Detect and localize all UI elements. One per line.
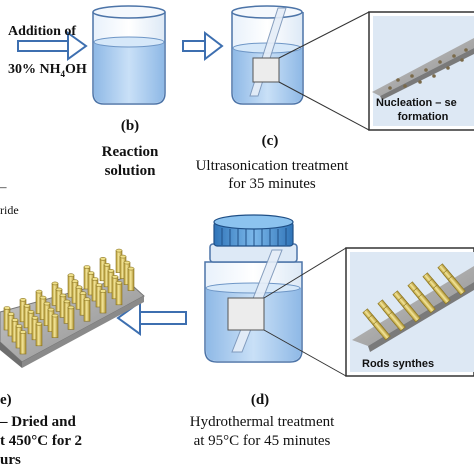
- nanorod: [19, 297, 27, 323]
- nanorod: [67, 305, 75, 330]
- left-fragment-dash: –: [0, 179, 7, 194]
- step-d-line1: Hydrothermal treatment: [189, 414, 335, 430]
- nanorod: [83, 265, 91, 290]
- bottle-cap: [213, 214, 294, 247]
- step-c-letter: (c): [261, 133, 279, 149]
- arrow-addition: [17, 31, 88, 61]
- inset-nucleation: [368, 11, 474, 131]
- step-c-line1: Ultrasonication treatment: [195, 158, 349, 174]
- nanorod: [63, 299, 71, 324]
- nanorod: [3, 306, 11, 331]
- left-fragment-word: ride: [0, 203, 19, 217]
- beaker-reaction: [92, 5, 166, 105]
- zoom-lines-top: [278, 11, 370, 131]
- step-d-letter: (d): [250, 392, 270, 408]
- nanorod: [19, 330, 27, 355]
- step-e-line3: urs: [0, 452, 21, 468]
- nanorod: [127, 266, 135, 291]
- inset-nanorod: [417, 293, 436, 314]
- nanorod: [91, 277, 99, 302]
- nanorod: [87, 271, 95, 296]
- step-d-line2: at 95°C for 45 minutes: [193, 433, 331, 449]
- inset-nanorod: [372, 320, 391, 341]
- nh4oh-label: 30% NH4OH: [8, 62, 87, 79]
- arrow-to-annealing: [116, 300, 187, 336]
- inset-nanorod: [432, 284, 451, 305]
- nanorod: [115, 280, 123, 306]
- inset-nanorod: [387, 311, 406, 332]
- inset-nanorod: [447, 275, 466, 296]
- step-e-line2: t 450°C for 2: [0, 433, 82, 449]
- nanorod: [99, 289, 107, 314]
- nanorod: [15, 324, 23, 349]
- nanorod: [55, 287, 63, 312]
- arrow-to-ultrasonication: [182, 30, 224, 62]
- inset-bottom-caption: Rods synthes: [362, 358, 435, 370]
- inset-rods: [345, 247, 474, 377]
- inset-top-caption-1: Nucleation – se: [376, 97, 457, 109]
- beaker-ultrasonication: [231, 5, 304, 105]
- beaker-hydrothermal: [204, 214, 303, 363]
- step-b-line2: solution: [104, 163, 156, 179]
- step-b-line1: Reaction: [101, 144, 159, 160]
- inset-top-caption-2: formation: [397, 111, 449, 123]
- substrate-rods: [0, 248, 145, 368]
- nanorod: [35, 321, 43, 347]
- nanorod: [83, 297, 91, 322]
- step-e-line1: – Dried and: [0, 414, 76, 430]
- nanorod: [59, 293, 67, 318]
- nanorod: [51, 313, 59, 338]
- inset-nanorod: [402, 302, 421, 323]
- addition-label: Addition of: [8, 24, 77, 39]
- nanorod: [27, 309, 35, 335]
- step-b-letter: (b): [120, 118, 140, 134]
- step-c-line2: for 35 minutes: [228, 176, 316, 192]
- step-e-letter: e): [0, 392, 12, 408]
- zoom-lines-bottom: [263, 247, 347, 377]
